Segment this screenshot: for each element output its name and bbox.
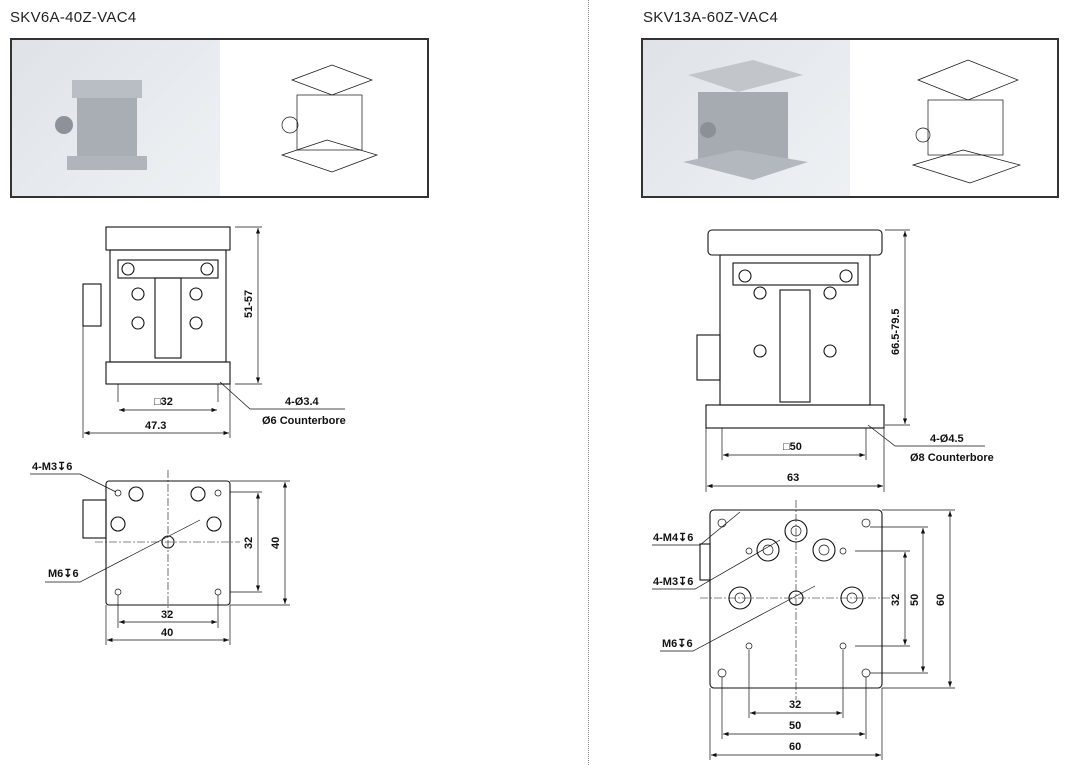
product-title-right: SKV13A-60Z-VAC4 (643, 9, 779, 26)
left-top-view: 32 40 32 40 4-M3↧6 M6↧6 (30, 461, 290, 645)
hole-spec: 4-Ø3.4 (285, 396, 320, 408)
thread-label: 4-M3↧6 (32, 461, 72, 473)
dim-v-inner: 32 (890, 594, 902, 606)
product-photo (643, 40, 850, 196)
product-images-left (10, 38, 429, 198)
stage-line-drawing-icon (911, 59, 1022, 184)
product-title-left: SKV6A-40Z-VAC4 (10, 9, 137, 26)
center-thread-label: M6↧6 (662, 638, 693, 650)
dim-v-outer: 60 (935, 594, 947, 606)
counterbore-note: Ø8 Counterbore (910, 452, 994, 464)
dim-h-outer: 40 (161, 627, 173, 639)
dim-h-mid: 50 (789, 720, 801, 732)
dim-h-outer: 60 (789, 741, 801, 753)
product-images-right (641, 38, 1059, 198)
dim-height: 51-57 (243, 290, 255, 318)
right-front-view: 66.5-79.5 □50 63 4-Ø4.5 Ø8 Counterbore (696, 229, 994, 492)
dim-v-mid: 50 (909, 594, 921, 606)
thread-label-m4: 4-M4↧6 (653, 532, 693, 544)
thread-label-m3: 4-M3↧6 (653, 576, 693, 588)
dim-width: 63 (787, 472, 799, 484)
column-divider (588, 0, 589, 765)
stage-photo-icon (55, 80, 147, 170)
dim-height: 66.5-79.5 (890, 309, 902, 355)
dim-h-inner: 32 (789, 699, 801, 711)
counterbore-note: Ø6 Counterbore (262, 415, 346, 427)
dim-v-outer: 40 (270, 537, 282, 549)
dim-width: 47.3 (145, 420, 166, 432)
hole-spec: 4-Ø4.5 (930, 433, 964, 445)
left-front-view: 51-57 □32 47.3 4-Ø3.4 Ø6 Counterbore (82, 226, 346, 438)
dim-mount-square: □32 (154, 396, 173, 408)
dim-v-inner: 32 (243, 537, 255, 549)
stage-line-drawing-icon (280, 64, 379, 173)
right-top-view: 32 50 60 32 50 60 4-M4↧6 4-M3↧6 M6↧6 (652, 500, 955, 760)
product-photo (12, 40, 220, 196)
center-thread-label: M6↧6 (48, 568, 79, 580)
dim-h-inner: 32 (161, 609, 173, 621)
dim-mount-square: □50 (783, 441, 802, 453)
stage-photo-icon (683, 60, 808, 180)
